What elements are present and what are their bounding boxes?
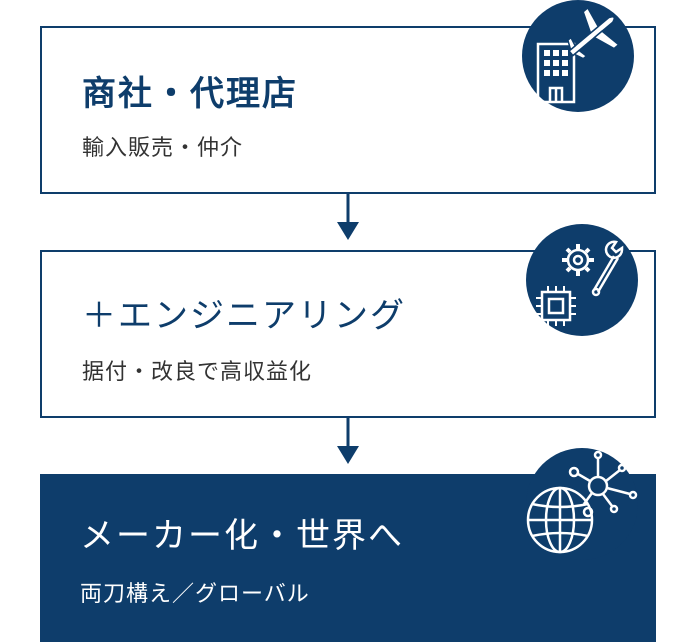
step-title: 商社・代理店 [82,74,298,114]
step-title: ＋エンジニアリング [82,296,406,336]
step-title: メーカー化・世界へ [80,516,404,556]
step-subtitle: 両刀構え／グローバル [80,582,310,607]
step-subtitle: 輸入販売・仲介 [82,136,244,161]
gear-wrench-chip-icon [526,224,638,336]
globe-network-icon [526,448,638,560]
building-airplane-icon [522,0,634,112]
step-subtitle: 据付・改良で高収益化 [82,360,313,385]
flow-arrow-down [337,194,359,240]
flow-arrow-down [337,418,359,464]
